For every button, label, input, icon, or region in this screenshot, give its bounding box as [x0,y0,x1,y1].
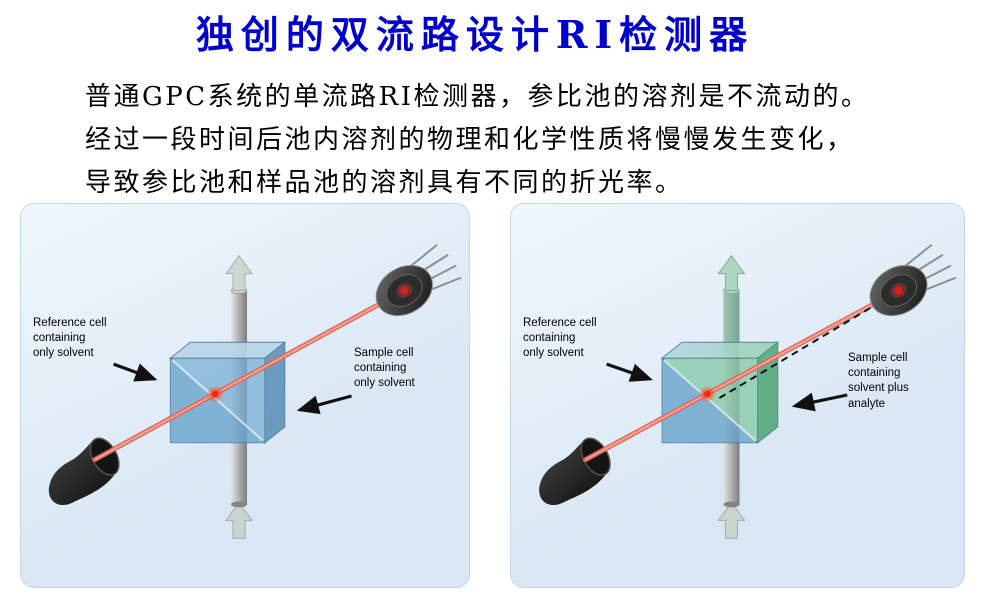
paragraph-line-2: 经过一段时间后池内溶剂的物理和化学性质将慢慢发生变化， [85,125,855,155]
flow-arrow-top [717,254,746,292]
deflected-beam-dashed [718,292,896,399]
flow-arrow-top [225,254,253,292]
flow-arrow-bottom [717,501,746,539]
paragraph-line-1: 普通GPC系统的单流路RI检测器，参比池的溶剂是不流动的。 [85,82,870,112]
reference-cell-label: Reference cell containing only solvent [33,317,107,360]
light-source [539,437,611,506]
intro-paragraph: 普通GPC系统的单流路RI检测器，参比池的溶剂是不流动的。 经过一段时间后池内溶… [85,76,870,205]
diagram-panel-right: Reference cell containing only solvent S… [510,203,965,588]
light-beam [92,288,407,463]
ri-diagram-right [539,244,957,539]
sample-label-arrow [296,394,352,415]
label-arrows [113,362,352,415]
flow-cell [660,341,780,444]
reference-cell-label: Reference cell containing only solvent [523,317,597,360]
reference-label-arrow [606,362,653,382]
sample-cell-label: Sample cell containing solvent plus anal… [848,352,909,410]
sample-cell-label: Sample cell containing only solvent [354,347,415,390]
reference-label-arrow [113,362,158,382]
flow-arrow-bottom [225,501,253,539]
light-beam [582,288,902,463]
flow-cell [168,341,287,444]
ri-diagram-left [48,244,462,539]
label-arrows [606,362,848,412]
sample-label-arrow [791,392,848,412]
paragraph-line-3: 导致参比池和样品池的溶剂具有不同的折光率。 [85,168,684,198]
page-title: 独创的双流路设计RI检测器 [195,12,755,57]
diagram-panel-left: Reference cell containing only solvent S… [20,203,470,588]
detector [375,244,462,317]
light-source [48,437,120,506]
detector [869,244,957,317]
